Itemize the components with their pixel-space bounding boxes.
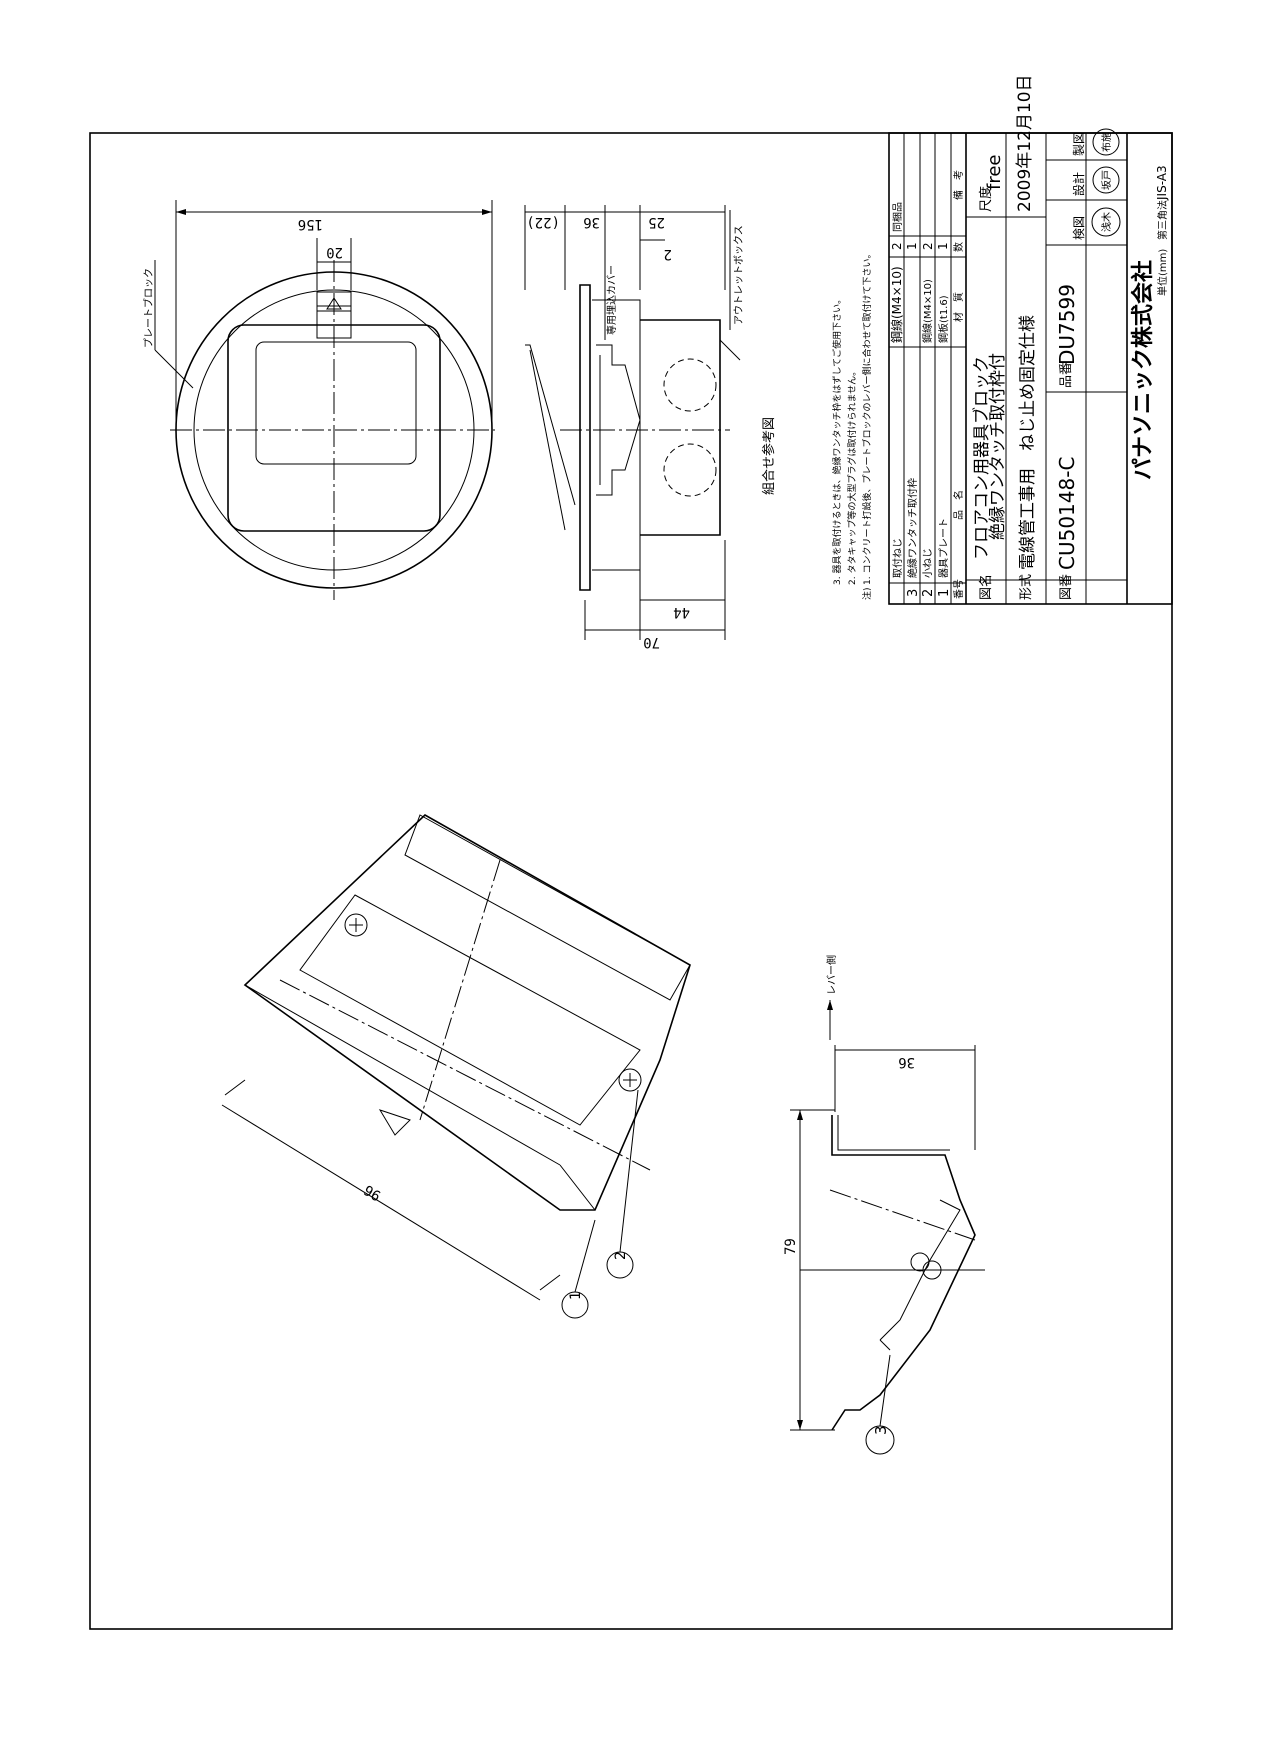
- note-3: 3. 器具を取付けるときは、絶縁ワンタッチ枠をはずしてご使用下さい。: [831, 295, 843, 585]
- parts-extra-material: 鋼線(M4×10): [889, 266, 904, 343]
- balloon-3: 3: [872, 1425, 890, 1435]
- stamp-design: 坂戸: [1092, 166, 1120, 194]
- label-lever-side: レバー側: [825, 955, 838, 995]
- model-value: 電線管工事用 ねじ止め固定仕様: [1018, 315, 1038, 570]
- stamp-check: 浅木: [1091, 207, 1121, 237]
- dim-36: 36: [583, 214, 600, 230]
- parts-row-material: 鋼線(M4×10): [921, 279, 934, 343]
- label-plate-block: プレートブロック: [142, 268, 155, 348]
- design-label: 設計: [1071, 172, 1086, 196]
- date-value: 2009年12月10日: [1015, 74, 1035, 212]
- product-no: DU7599: [1055, 284, 1079, 365]
- parts-row-qty: 2: [921, 242, 935, 250]
- stamp-drafting-text: 布施: [1100, 132, 1113, 152]
- projection-label: 第三角法: [1156, 200, 1169, 240]
- note-2: 2. タタキャップ等の大型プラグは取付けられません。: [846, 367, 858, 585]
- stamp-drafting: 布施: [1092, 128, 1120, 156]
- parts-row-qty: 1: [905, 242, 919, 250]
- dim-2: 2: [664, 246, 672, 262]
- dim-25: 25: [648, 214, 665, 230]
- side-view: (22) 36 25 2 専用埋込カバー アウトレットボックス 44 70 組合…: [524, 205, 777, 650]
- parts-row-qty: 1: [936, 242, 950, 250]
- model-label: 形式: [1019, 574, 1034, 600]
- company-name: パナソニック株式会社: [1130, 260, 1156, 480]
- dim-22: (22): [526, 214, 560, 230]
- notes-prefix: 注): [861, 587, 873, 600]
- label-outlet-box: アウトレットボックス: [733, 225, 745, 325]
- parts-row-name: 小ねじ: [922, 548, 934, 578]
- balloon-2: 2: [613, 1251, 629, 1260]
- product-no-label: 品番: [1059, 362, 1074, 388]
- plate-view: 96 2 1: [221, 814, 691, 1319]
- screw-icon: [618, 1068, 642, 1092]
- stamp-check-text: 浅木: [1100, 212, 1113, 232]
- dim-20: 20: [326, 244, 343, 260]
- parts-row-name: 器具プレート: [938, 518, 950, 578]
- parts-extra-name: 取付ねじ: [891, 538, 904, 578]
- dim-79: 79: [783, 1238, 799, 1255]
- parts-header-material: 材 質: [952, 292, 965, 322]
- parts-header-remarks: 備 考: [952, 170, 965, 200]
- dim-70: 70: [643, 634, 660, 650]
- dim-96: 96: [361, 1181, 384, 1203]
- title-block: [888, 132, 1173, 605]
- drawing-name-line1: フロアコン用器具ブロック: [971, 356, 992, 560]
- name-label: 図名: [978, 574, 994, 600]
- dim-36-frame: 36: [898, 1054, 915, 1070]
- parts-row-no: 2: [921, 589, 936, 597]
- stamp-design-text: 坂戸: [1101, 170, 1113, 190]
- scale-label: 尺度: [978, 186, 994, 212]
- drawing-name-line2: 絶縁ワンタッチ取付枠付: [988, 353, 1008, 540]
- parts-header-name: 品 名: [952, 490, 965, 520]
- drafting-label: 製図: [1072, 132, 1086, 156]
- check-label: 検図: [1072, 216, 1086, 240]
- parts-row-no: 3: [906, 589, 921, 597]
- note-1: 1. コンクリート打設後、プレートブロックのレバー側に合わせて取付けて下さい。: [861, 250, 873, 585]
- parts-header-no: 番号: [953, 579, 965, 599]
- frame-view: 79 36 レバー側 3: [783, 955, 985, 1455]
- caption-assembly: 組合せ参考図: [761, 417, 777, 495]
- drawing-no-label: 図番: [1059, 574, 1074, 600]
- notes: 注) 1. コンクリート打設後、プレートブロックのレバー側に合わせて取付けて下さ…: [831, 250, 873, 600]
- paper-size: JIS-A3: [1155, 165, 1169, 201]
- dim-156: 156: [298, 216, 323, 232]
- sheet-border: [89, 132, 1173, 1630]
- top-view: 156 20 プレートブロック: [142, 200, 495, 600]
- dim-44: 44: [673, 604, 690, 620]
- label-cover: 専用埋込カバー: [606, 265, 618, 335]
- parts-row-no: 1: [937, 589, 952, 597]
- parts-header-qty: 数: [952, 242, 965, 252]
- parts-extra-qty: 2: [890, 242, 904, 250]
- drawing-no: CU50148-C: [1055, 457, 1079, 570]
- parts-table: 番号 品 名 材 質 数 備 考 3 絶縁ワンタッチ取付枠 1 2 小ねじ 鋼線…: [889, 170, 965, 599]
- parts-row-material: 鋼板(t1.6): [937, 295, 950, 343]
- title-block-info: 図名 フロアコン用器具ブロック 絶縁ワンタッチ取付枠付 尺度 free 形式 電…: [971, 74, 1169, 600]
- scale-value: free: [984, 155, 1005, 191]
- balloon-1: 1: [568, 1291, 584, 1300]
- parts-extra-remarks: 同梱品: [891, 202, 904, 232]
- unit-label: 単位(mm): [1156, 249, 1169, 296]
- screw-icon: [344, 913, 368, 937]
- parts-row-name: 絶縁ワンタッチ取付枠: [906, 478, 919, 578]
